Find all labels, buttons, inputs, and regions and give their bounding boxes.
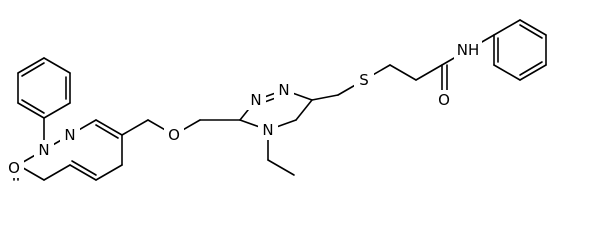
atom-n2-pyridazine: N bbox=[64, 126, 75, 144]
atom-labels: O N N O N N N S NH O bbox=[4, 40, 482, 178]
bond bbox=[493, 64, 521, 81]
bond bbox=[493, 19, 521, 36]
atom-o-ketone: O bbox=[8, 159, 20, 177]
bond bbox=[295, 99, 313, 121]
bond bbox=[95, 124, 119, 139]
bond bbox=[95, 119, 123, 136]
molecule-structure: O N N O N N N S NH O bbox=[4, 19, 547, 181]
bond bbox=[43, 57, 71, 74]
bond bbox=[71, 160, 97, 176]
bond bbox=[21, 62, 45, 77]
bond bbox=[121, 119, 149, 136]
atom-nh-amide: NH bbox=[457, 41, 480, 59]
bond bbox=[519, 64, 547, 81]
bond bbox=[389, 64, 417, 81]
atom-n4-triazole: N bbox=[262, 121, 273, 139]
atom-s-thioether: S bbox=[359, 71, 369, 89]
atom-n1-pyridazine: N bbox=[38, 141, 49, 159]
atom-o-ether: O bbox=[168, 126, 180, 144]
bond bbox=[311, 94, 339, 101]
atom-n1-triazole: N bbox=[250, 91, 261, 109]
bond bbox=[519, 19, 547, 36]
bond bbox=[17, 102, 45, 119]
bond bbox=[519, 61, 543, 76]
bond bbox=[69, 164, 97, 181]
bond bbox=[267, 159, 295, 176]
bond bbox=[43, 164, 71, 181]
atom-o-amide: O bbox=[438, 91, 450, 109]
bond bbox=[415, 64, 443, 81]
bond bbox=[21, 99, 45, 114]
atom-n2-triazole: N bbox=[278, 81, 289, 99]
bond bbox=[95, 164, 123, 181]
bond bbox=[519, 24, 543, 39]
bond bbox=[17, 57, 45, 74]
bond bbox=[43, 102, 71, 119]
